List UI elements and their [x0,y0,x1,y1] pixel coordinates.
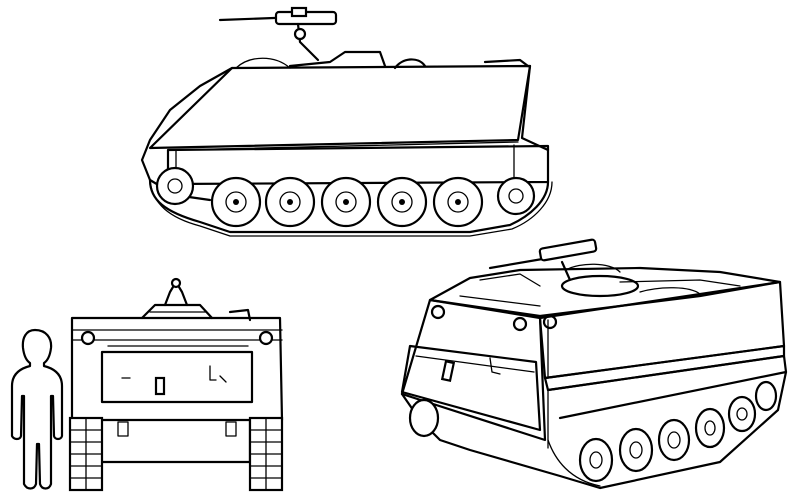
front-view [68,277,284,492]
road-wheels-perspective [408,380,778,483]
machine-gun-side [218,6,338,62]
front-plate [400,298,547,442]
hull-side [148,64,532,150]
machine-gun-perspective [488,238,640,298]
hull-front [70,316,284,422]
hull-side-perspective [538,280,786,380]
trim-vane [100,350,254,404]
human-silhouette [10,328,64,490]
road-wheels-side [155,166,536,228]
tracks-front [68,416,284,492]
cupola-front [140,277,252,322]
three-quarter-view [400,238,788,490]
side-view [140,6,553,237]
